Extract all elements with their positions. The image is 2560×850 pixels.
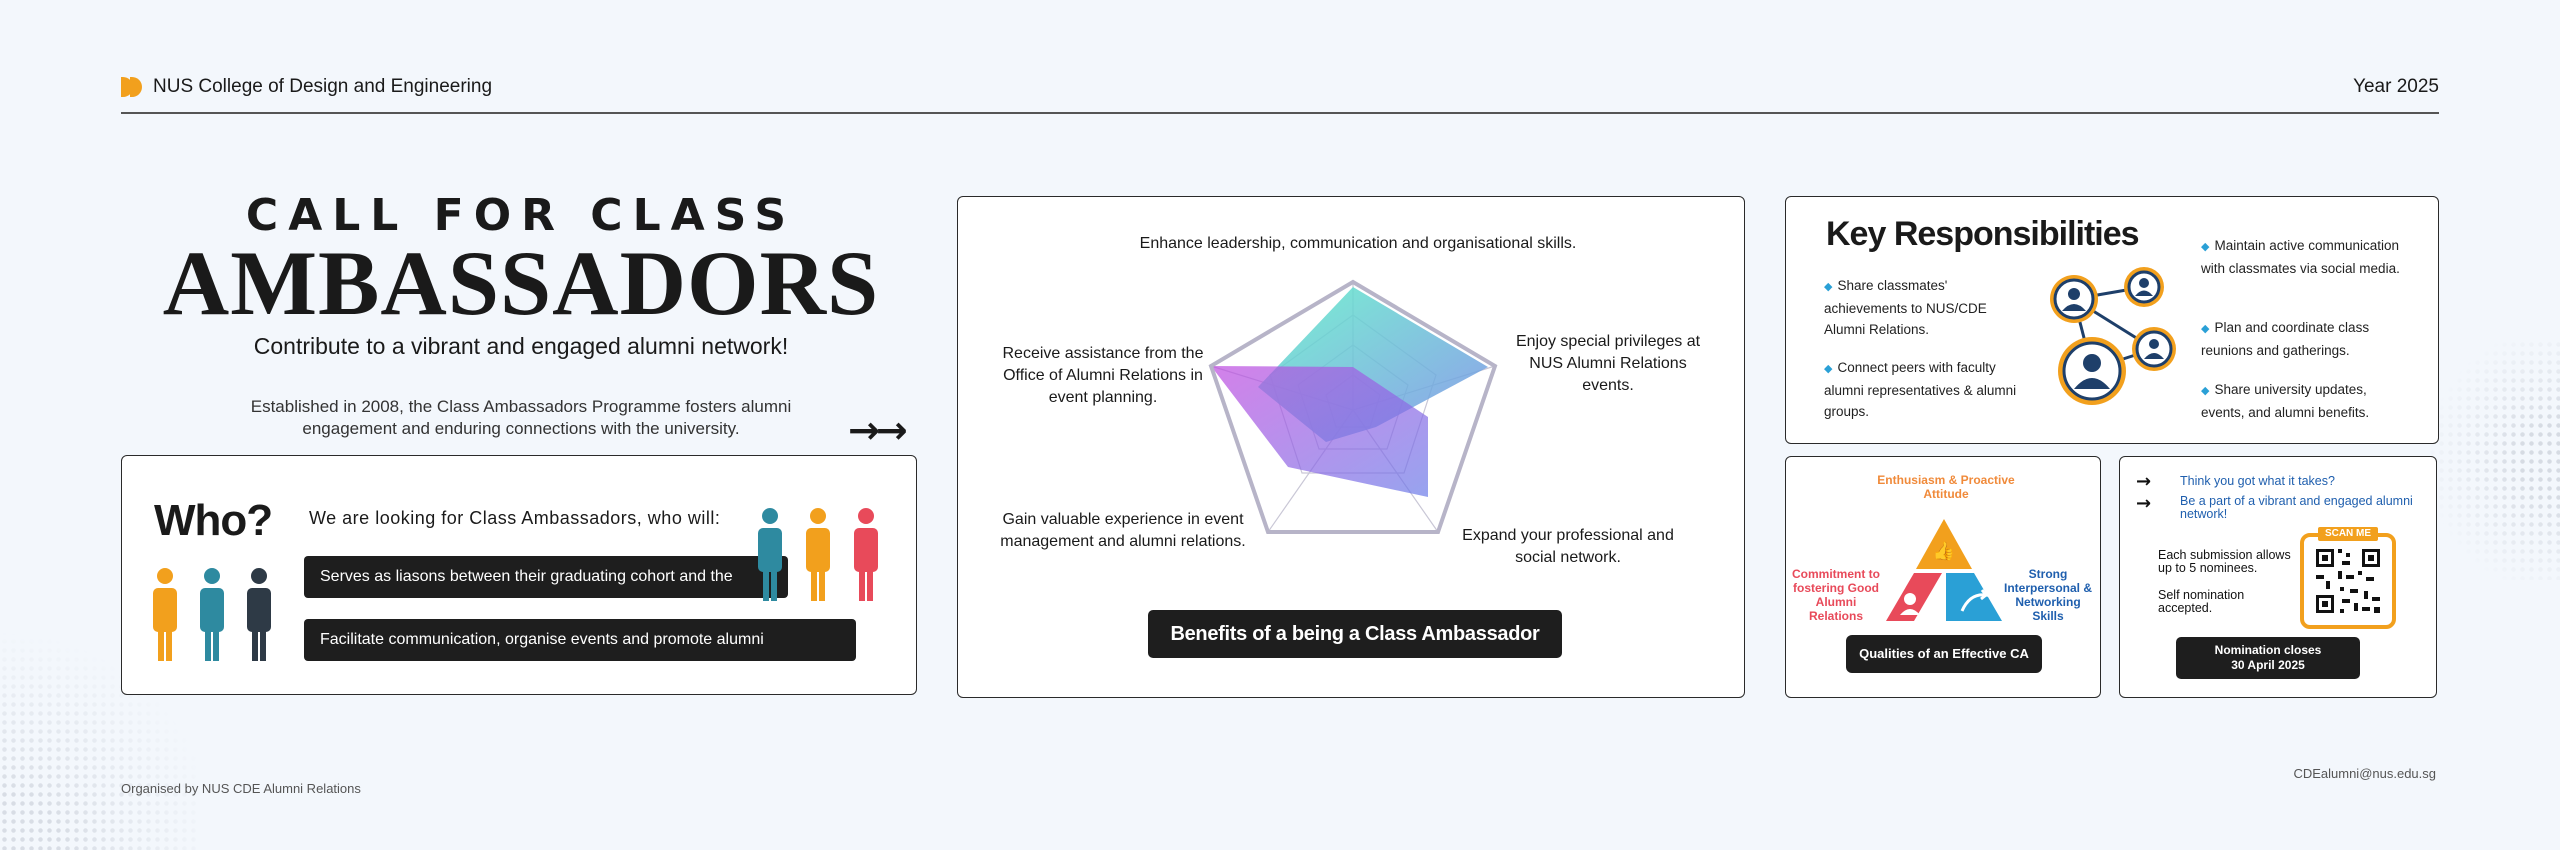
- thumbs-up-icon: 👍: [1933, 540, 1955, 562]
- footer-organiser: Organised by NUS CDE Alumni Relations: [121, 781, 361, 796]
- nomination-invite: Be a part of a vibrant and engaged alumn…: [2180, 494, 2413, 521]
- radar-chart: [1208, 279, 1498, 534]
- benefits-button: Benefits of a being a Class Ambassador: [1148, 610, 1562, 658]
- benefit-label: Enhance leadership, communication and or…: [1139, 235, 1577, 252]
- people-icon: [153, 568, 271, 661]
- network-people-icon: [2050, 267, 2176, 405]
- nomination-card: → Think you got what it takes? → Be a pa…: [2119, 456, 2437, 698]
- responsibility-item: ◆Share classmates' achievements to NUS/C…: [1824, 278, 1987, 337]
- hero-tagline: Contribute to a vibrant and engaged alum…: [253, 333, 789, 359]
- footer-email[interactable]: CDEalumni@nus.edu.sg: [2293, 766, 2436, 781]
- brand: NUS College of Design and Engineering: [121, 76, 492, 98]
- arrow-icon: →: [2136, 493, 2152, 514]
- nomination-deadline: Nomination closes 30 April 2025: [2176, 637, 2360, 679]
- nomination-self: Self nomination accepted.: [2158, 588, 2245, 615]
- scan-me-label: SCAN ME: [2318, 527, 2378, 541]
- qualities-button: Qualities of an Effective CA: [1846, 635, 2042, 673]
- benefit-label: Enjoy special privileges at NUS Alumni R…: [1515, 333, 1701, 394]
- hero-kicker: CALL FOR CLASS: [245, 190, 797, 241]
- qr-code-icon: [2316, 549, 2380, 613]
- responsibility-item: ◆Plan and coordinate class reunions and …: [2201, 320, 2370, 358]
- hero-established: Established in 2008, the Class Ambassado…: [250, 397, 792, 438]
- benefit-label: Expand your professional and social netw…: [1462, 527, 1674, 566]
- responsibility-item: ◆Share university updates, events, and a…: [2201, 382, 2370, 420]
- people-icon: [758, 508, 878, 601]
- qualities-triangle: 👍: [1886, 519, 2002, 621]
- who-item: Facilitate communication, organise event…: [304, 619, 856, 690]
- benefit-label: Receive assistance from the Office of Al…: [1002, 345, 1204, 406]
- nomination-question: Think you got what it takes?: [2180, 474, 2335, 488]
- hero: CALL FOR CLASS AMBASSADORS Contribute to…: [121, 190, 921, 440]
- who-card: Who? We are looking for Class Ambassador…: [121, 455, 917, 695]
- quality-right-label: Strong Interpersonal & Networking Skills: [2003, 567, 2093, 623]
- who-title: Who?: [154, 496, 273, 545]
- brand-name: NUS College of Design and Engineering: [153, 76, 493, 97]
- who-intro: We are looking for Class Ambassadors, wh…: [309, 508, 721, 528]
- header: NUS College of Design and Engineering Ye…: [121, 76, 2439, 114]
- responsibility-item: ◆Connect peers with faculty alumni repre…: [1824, 360, 2017, 419]
- hero-title: AMBASSADORS: [162, 232, 880, 334]
- who-item: Serves as liasons between their graduati…: [304, 556, 788, 627]
- quality-left-label: Commitment to fostering Good Alumni Rela…: [1792, 567, 1880, 623]
- qualities-card: Enthusiasm & Proactive Attitude Commitme…: [1785, 456, 2101, 698]
- arrow-icon: →: [2136, 471, 2152, 492]
- responsibility-item: ◆Maintain active communication with clas…: [2201, 238, 2400, 276]
- nus-logo-icon: [121, 77, 143, 97]
- benefit-label: Gain valuable experience in event manage…: [1000, 511, 1246, 550]
- nomination-limit: Each submission allows up to 5 nominees.: [2158, 548, 2291, 575]
- benefits-card: Enhance leadership, communication and or…: [957, 196, 1745, 698]
- double-arrow-icon: →→: [848, 408, 908, 452]
- responsibilities-card: Key Responsibilities ◆Share classmates' …: [1785, 196, 2439, 444]
- responsibilities-title: Key Responsibilities: [1826, 215, 2140, 253]
- year-label: Year 2025: [2353, 76, 2439, 97]
- qr-code[interactable]: [2300, 533, 2396, 629]
- quality-top-label: Enthusiasm & Proactive Attitude: [1877, 473, 2015, 501]
